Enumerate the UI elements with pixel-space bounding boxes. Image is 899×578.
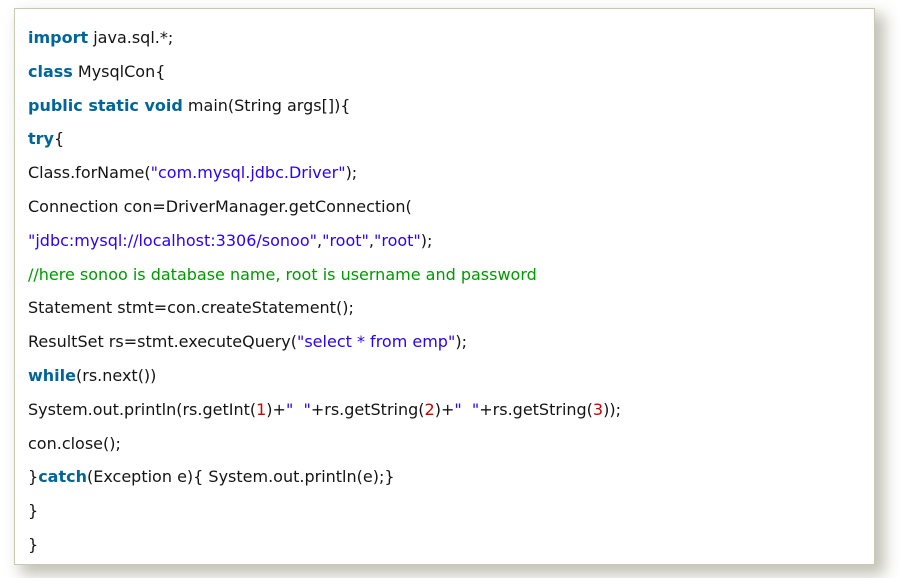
code-token-plain: } [28, 501, 39, 521]
code-token-string: " " [285, 399, 311, 419]
code-line: } [28, 494, 868, 528]
code-line: import java.sql.*; [28, 21, 868, 55]
code-token-keyword: class [28, 61, 73, 81]
code-token-keyword: catch [38, 467, 87, 487]
code-line: Class.forName("com.mysql.jdbc.Driver"); [28, 156, 868, 190]
code-token-number: 1 [256, 399, 267, 419]
code-token-number: 2 [424, 399, 435, 419]
code-token-plain: (Exception e){ System.out.println(e);} [87, 467, 395, 487]
code-token-string: " " [454, 399, 480, 419]
code-token-keyword: import [28, 28, 89, 47]
code-block: import java.sql.*;class MysqlCon{public … [14, 8, 875, 565]
code-line: ResultSet rs=stmt.executeQuery("select *… [28, 325, 868, 359]
code-token-plain: )+ [266, 399, 286, 419]
code-token-plain: MysqlCon{ [72, 61, 166, 81]
code-token-plain: (rs.next()) [76, 365, 157, 385]
code-line: public static void main(String args[]){ [28, 89, 868, 123]
code-token-number: 3 [592, 399, 604, 419]
code-token-keyword: while [28, 365, 76, 385]
code-token-string: "root" [322, 230, 369, 250]
code-line: class MysqlCon{ [28, 55, 868, 89]
code-token-keyword: try [28, 129, 54, 149]
code-line: }catch(Exception e){ System.out.println(… [28, 460, 868, 494]
code-token-plain: Statement stmt=con.createStatement(); [28, 298, 354, 318]
code-token-plain: , [317, 230, 323, 250]
code-token-string: "com.mysql.jdbc.Driver" [150, 163, 346, 183]
code-token-plain: ); [455, 332, 467, 352]
code-token-plain: java.sql.*; [88, 28, 174, 47]
code-token-string: "root" [373, 230, 421, 250]
code-line: } [28, 528, 868, 562]
code-line: Connection con=DriverManager.getConnecti… [28, 190, 868, 224]
code-line: //here sonoo is database name, root is u… [28, 258, 868, 292]
code-token-string: "select * from emp" [296, 332, 456, 352]
code-token-plain: System.out.println(rs.getInt( [28, 399, 257, 419]
code-token-plain: +rs.getString( [479, 399, 593, 419]
code-token-string: "jdbc:mysql://localhost:3306/sonoo" [28, 230, 317, 250]
code-token-keyword: public static void [28, 95, 183, 115]
code-token-plain: )); [603, 399, 621, 419]
code-token-plain: ); [345, 163, 358, 183]
code-token-comment: //here sonoo is database name, root is u… [28, 264, 537, 284]
code-token-plain: +rs.getString( [310, 399, 425, 419]
code-line: while(rs.next()) [28, 359, 868, 393]
code-line: try{ [28, 122, 868, 156]
code-line: "jdbc:mysql://localhost:3306/sonoo","roo… [28, 224, 868, 258]
code-lines-container: import java.sql.*;class MysqlCon{public … [28, 21, 868, 562]
code-token-plain: ); [420, 230, 433, 250]
code-token-plain: Connection con=DriverManager.getConnecti… [28, 196, 412, 216]
code-line: System.out.println(rs.getInt(1)+" "+rs.g… [28, 393, 868, 427]
code-token-plain: } [28, 467, 39, 487]
code-line: con.close(); [28, 427, 868, 461]
code-token-plain: con.close(); [28, 433, 121, 453]
code-token-plain: Class.forName( [28, 163, 151, 183]
code-token-plain: { [53, 129, 65, 149]
code-line: Statement stmt=con.createStatement(); [28, 291, 868, 325]
code-token-plain: main(String args[]){ [182, 95, 351, 115]
code-token-plain: } [28, 534, 39, 554]
code-token-plain: ResultSet rs=stmt.executeQuery( [28, 332, 297, 352]
code-token-plain: , [368, 230, 374, 250]
code-token-plain: )+ [434, 399, 455, 419]
